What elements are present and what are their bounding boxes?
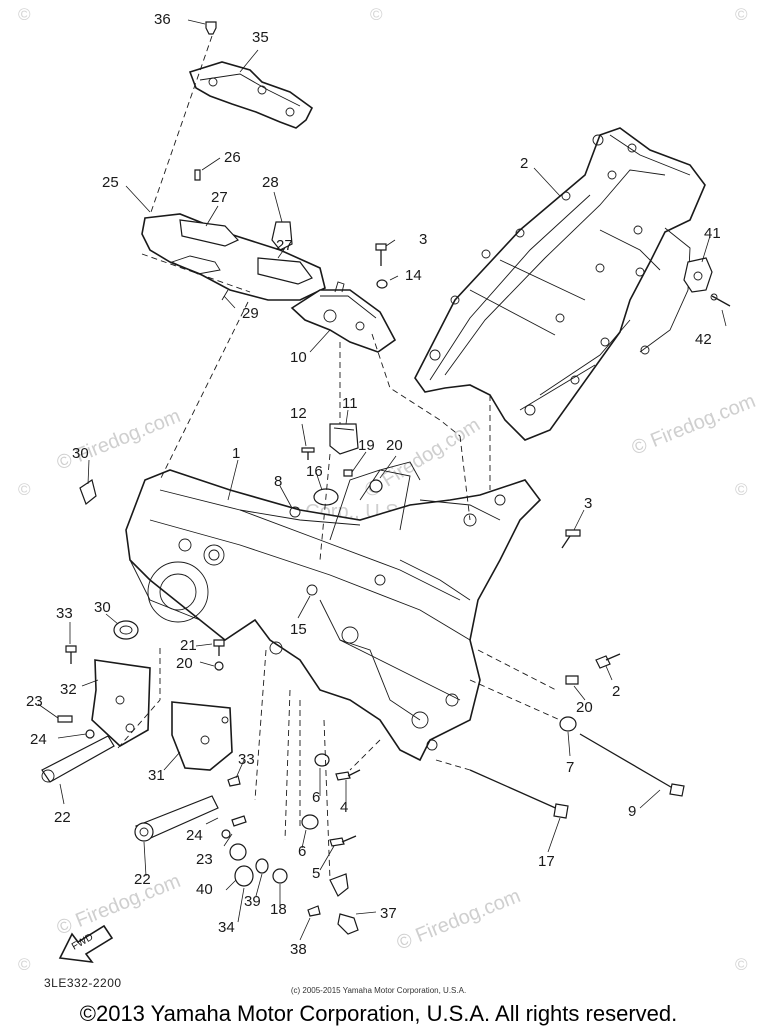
callout-39: 39 — [244, 893, 261, 910]
watermark-bottom-left: © Firedog.com — [54, 870, 184, 940]
callout-20-right: 20 — [576, 699, 593, 716]
callout-28: 28 — [262, 174, 279, 191]
callout-30-mid: 30 — [94, 599, 111, 616]
bracket-37 — [307, 873, 359, 935]
callout-40: 40 — [196, 881, 213, 898]
callout-42: 42 — [695, 331, 712, 348]
bracket-10 — [290, 281, 397, 353]
callout-4: 4 — [340, 799, 348, 816]
svg-text:©: © — [18, 5, 31, 24]
callout-29: 29 — [242, 305, 259, 322]
callout-15: 15 — [290, 621, 307, 638]
callout-11: 11 — [342, 395, 358, 412]
figure-code: 3LE332-2200 — [44, 976, 122, 990]
callout-23-bottom: 23 — [196, 851, 213, 868]
callout-24-bottom: 24 — [186, 827, 203, 844]
callout-19: 19 — [358, 437, 375, 454]
svg-text:©: © — [18, 480, 31, 499]
callout-33-left: 33 — [56, 605, 73, 622]
bolt-9 — [579, 733, 685, 797]
callout-22-top: 22 — [54, 809, 71, 826]
callout-25: 25 — [102, 174, 119, 191]
arm-22-lower — [134, 795, 219, 842]
callout-5: 5 — [312, 865, 320, 882]
plate-32 — [91, 659, 151, 747]
callout-6-bottom: 6 — [298, 843, 306, 860]
callout-31: 31 — [148, 767, 165, 784]
callout-35: 35 — [252, 29, 269, 46]
callout-34: 34 — [218, 919, 235, 936]
callout-2-right: 2 — [612, 683, 620, 700]
callout-14: 14 — [405, 267, 422, 284]
svg-text:©: © — [735, 5, 748, 24]
part-41-42 — [683, 257, 731, 307]
callout-27a: 27 — [211, 189, 228, 206]
callout-12: 12 — [290, 405, 307, 422]
callout-18: 18 — [270, 901, 287, 918]
callout-38: 38 — [290, 941, 307, 958]
callout-41: 41 — [704, 225, 721, 242]
main-frame-lower-1 — [125, 461, 542, 762]
assembly-lines — [117, 35, 561, 881]
callout-30-top: 30 — [72, 445, 89, 462]
arm-22-upper — [41, 735, 115, 783]
copyright-main: ©2013 Yamaha Motor Corporation, U.S.A. A… — [79, 1001, 678, 1026]
plate-25-27 — [141, 169, 326, 301]
callout-36: 36 — [154, 11, 171, 28]
watermark-right: © Firedog.com — [629, 390, 757, 460]
svg-text:©: © — [735, 955, 748, 974]
svg-text:©: © — [370, 5, 383, 24]
bracket-35 — [188, 21, 314, 129]
leader-lines — [37, 19, 727, 941]
small-fasteners — [57, 469, 621, 887]
svg-text:©: © — [735, 480, 748, 499]
plate-31 — [171, 701, 233, 771]
callout-2-top: 2 — [520, 155, 528, 172]
callout-24-top: 24 — [30, 731, 47, 748]
callout-27b: 27 — [276, 237, 293, 254]
callout-6-top: 6 — [312, 789, 320, 806]
callout-21: 21 — [180, 637, 197, 654]
watermark-bottom-right: © Firedog.com — [394, 885, 524, 955]
callout-3-mid: 3 — [584, 495, 592, 512]
callout-numbers: 36 35 26 25 27 28 27 3 14 29 10 2 41 42 … — [26, 11, 721, 958]
callout-16: 16 — [306, 463, 323, 480]
bracket-11 — [301, 423, 359, 460]
bolt-17 — [469, 769, 569, 819]
callout-33-mid: 33 — [238, 751, 255, 768]
main-frame-upper-2 — [414, 127, 706, 441]
callout-37: 37 — [380, 905, 397, 922]
svg-text:©: © — [18, 955, 31, 974]
callout-7: 7 — [566, 759, 574, 776]
callout-26: 26 — [224, 149, 241, 166]
bolt-3-top — [375, 243, 388, 289]
watermark-left: © Firedog.com — [54, 405, 184, 475]
callout-10: 10 — [290, 349, 307, 366]
callout-23-top: 23 — [26, 693, 43, 710]
callout-17: 17 — [538, 853, 555, 870]
callout-9: 9 — [628, 803, 636, 820]
callout-32: 32 — [60, 681, 77, 698]
callout-1: 1 — [232, 445, 240, 462]
callout-20-left: 20 — [176, 655, 193, 672]
callout-8: 8 — [274, 473, 282, 490]
callout-22-bottom: 22 — [134, 871, 151, 888]
copyright-small: (c) 2005-2015 Yamaha Motor Corporation, … — [290, 986, 467, 995]
callout-3-top: 3 — [419, 231, 427, 248]
callout-20-top: 20 — [386, 437, 403, 454]
